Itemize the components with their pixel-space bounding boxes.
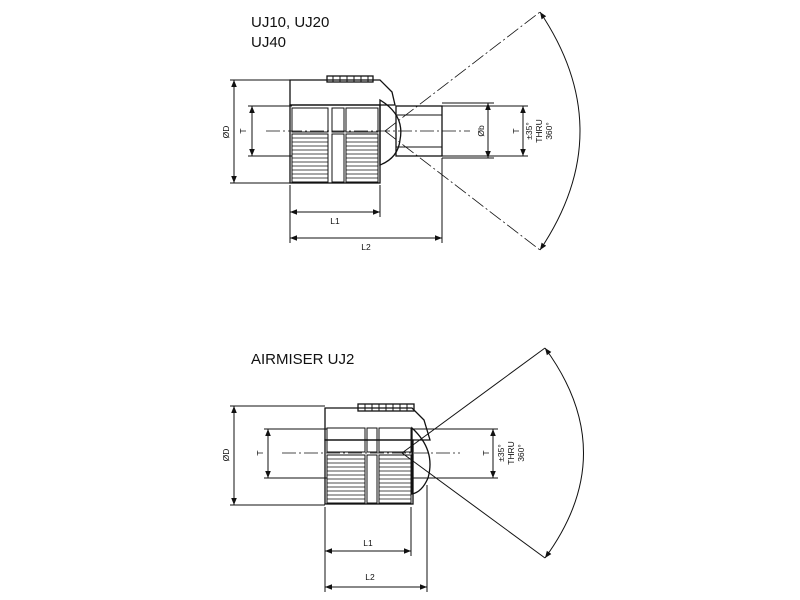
top-ob-label: Øb — [476, 125, 486, 137]
bottom-t-right-label: T — [481, 450, 491, 455]
bottom-od-label: ØD — [221, 449, 231, 462]
top-angle-label-1: ±35° — [524, 122, 534, 140]
top-angle-line-upper — [384, 11, 541, 132]
top-knurl-left — [291, 133, 329, 183]
bottom-angle-line-upper — [401, 347, 546, 454]
top-angle-line-lower — [384, 130, 541, 251]
top-l1-label: L1 — [330, 216, 340, 226]
bottom-angle-label-1: ±35° — [496, 444, 506, 462]
diagram-uj10-uj20-uj40: UJ10, UJ20 UJ40 — [221, 11, 581, 252]
top-knurl-right — [345, 133, 379, 183]
bottom-knurl-right — [378, 454, 412, 504]
bottom-l1-label: L1 — [363, 538, 373, 548]
top-angle-label-3: 360° — [544, 122, 554, 140]
bottom-angle-label-2: THRU — [506, 441, 516, 465]
top-angle-label-2: THRU — [534, 119, 544, 143]
top-t-right-label: T — [511, 128, 521, 133]
bottom-angle-label-3: 360° — [516, 444, 526, 462]
diagram-top-title-line1: UJ10, UJ20 — [251, 14, 329, 31]
diagram-airmiser-uj2: AIRMISER UJ2 — [221, 347, 584, 592]
top-l2-label: L2 — [361, 242, 371, 252]
bottom-l2-label: L2 — [365, 572, 375, 582]
top-od-label: ØD — [221, 126, 231, 139]
diagram-bottom-title: AIRMISER UJ2 — [251, 351, 354, 368]
top-t-left-label: T — [238, 128, 248, 133]
bottom-angle-arc — [544, 347, 584, 559]
bottom-fitting-body — [324, 403, 431, 505]
bottom-angle-line-lower — [401, 452, 546, 559]
top-fitting-body — [289, 75, 443, 184]
top-angle-arc — [539, 11, 581, 251]
diagram-top-title-line2: UJ40 — [251, 34, 286, 51]
bottom-knurl-left — [326, 454, 366, 504]
bottom-t-left-label: T — [255, 450, 265, 455]
